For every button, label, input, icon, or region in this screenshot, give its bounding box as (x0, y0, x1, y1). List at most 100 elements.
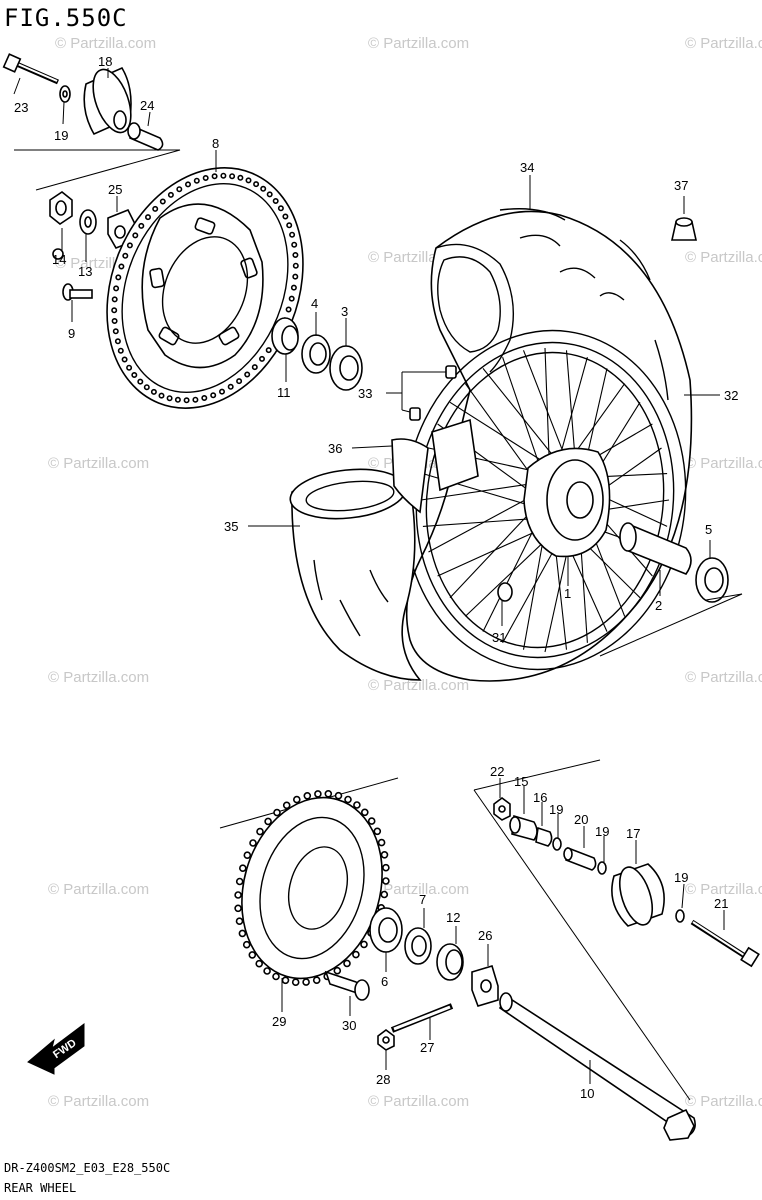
watermark: © Partzilla.com (685, 669, 762, 686)
callout-21: 21 (714, 896, 728, 911)
part-13-washer (79, 209, 97, 235)
part-19-washer (59, 85, 71, 103)
disc-hole (159, 198, 166, 205)
disc-hole (137, 378, 144, 385)
callout-19-c: 19 (595, 824, 609, 839)
sprocket-tooth (291, 978, 300, 987)
sprocket-tooth (263, 967, 271, 975)
spoke (437, 528, 542, 577)
guide-line (599, 593, 743, 657)
disc-hole (272, 198, 279, 205)
sprocket-tooth (324, 789, 333, 798)
watermark: © Partzilla.com (368, 677, 469, 694)
disc-hole (260, 185, 267, 192)
sprocket-tooth (292, 795, 301, 804)
watermark: © Partzilla.com (685, 455, 762, 472)
figure-name: REAR WHEEL (4, 1181, 76, 1195)
part-21-bolt (690, 919, 760, 968)
spoke (428, 496, 531, 553)
disc-hole (115, 274, 122, 281)
part-23-bolt (2, 53, 59, 85)
disc-hole (112, 328, 119, 335)
sprocket-tooth (334, 791, 343, 800)
sprocket-tooth (302, 978, 310, 986)
callout-14: 14 (52, 252, 66, 267)
part-3-bearing (329, 345, 363, 391)
part-16-sleeve (535, 826, 553, 847)
part-4-seal (301, 334, 331, 374)
sprocket-tooth (382, 877, 390, 885)
callout-31: 31 (492, 630, 506, 645)
spoke (422, 518, 535, 527)
sprocket-tooth (312, 976, 321, 985)
disc-hole (292, 262, 299, 269)
disc-hole (126, 242, 133, 249)
callout-16: 16 (533, 790, 547, 805)
sprocket-tooth (235, 917, 244, 926)
sprocket-tooth (373, 827, 382, 836)
disc-hole (253, 181, 260, 188)
callout-4: 4 (311, 296, 318, 311)
leader-lines (13, 68, 725, 1084)
spoke (420, 483, 533, 501)
callout-24: 24 (140, 98, 154, 113)
disc-hole (114, 338, 121, 345)
callout-29: 29 (272, 1014, 286, 1029)
figure-title: FIG.550C (4, 4, 128, 32)
sprocket-tooth (343, 959, 351, 968)
callout-8: 8 (212, 136, 219, 151)
disc-hole (292, 273, 299, 280)
part-29-sprocket (234, 789, 390, 987)
sprocket-tooth (333, 966, 342, 975)
callout-12: 12 (446, 910, 460, 925)
part-37-valve (671, 217, 697, 241)
sprocket-tooth (234, 904, 242, 913)
disc-hole (117, 347, 124, 354)
part-26-plate (471, 965, 499, 1007)
part-8-brake-disc (106, 167, 304, 409)
callout-26: 26 (478, 928, 492, 943)
disc-hole (192, 396, 199, 403)
callout-23: 23 (14, 100, 28, 115)
fwd-arrow: FWD (27, 1023, 85, 1075)
part-9-bolt (62, 283, 93, 301)
watermark: © Partzilla.com (368, 1093, 469, 1110)
sprocket-tooth (380, 890, 389, 899)
part-33-nipples (409, 365, 457, 421)
disc-hole (131, 371, 138, 378)
disc-hole (167, 191, 174, 198)
spoke (449, 510, 533, 599)
sprocket-tooth (353, 801, 361, 809)
part-18-collar (83, 66, 132, 136)
callout-9: 9 (68, 326, 75, 341)
figure-code: DR-Z400SM2_E03_E28_550C (4, 1161, 170, 1175)
callout-13: 13 (78, 264, 92, 279)
callout-19: 19 (54, 128, 68, 143)
disc-hole (138, 222, 145, 229)
callout-2: 2 (655, 598, 662, 613)
part-7-seal (404, 927, 432, 965)
sprocket-tooth (235, 877, 244, 886)
callout-6: 6 (381, 974, 388, 989)
callout-22: 22 (490, 764, 504, 779)
spoke (449, 401, 546, 464)
disc-hole (236, 378, 243, 385)
sprocket-tooth (367, 817, 376, 825)
disc-hole (143, 384, 150, 391)
part-27-bolt (390, 1003, 454, 1033)
disc-hole (292, 252, 299, 259)
disc-hole (132, 232, 139, 239)
callout-11: 11 (277, 385, 291, 400)
disc-hole (201, 394, 208, 401)
part-31-bolt (497, 582, 513, 602)
spoke (502, 357, 541, 468)
sprocket-tooth (256, 827, 264, 836)
sprocket-tooth (377, 838, 386, 847)
watermark: © Partzilla.com (48, 1093, 149, 1110)
guide-line (473, 789, 691, 1101)
spoke (569, 383, 626, 461)
callout-labels: 23 19 18 24 8 25 14 13 9 11 4 3 34 37 32… (14, 54, 738, 1101)
spoke (544, 347, 550, 461)
part-17-collar (611, 863, 665, 927)
disc-hole (118, 263, 125, 270)
